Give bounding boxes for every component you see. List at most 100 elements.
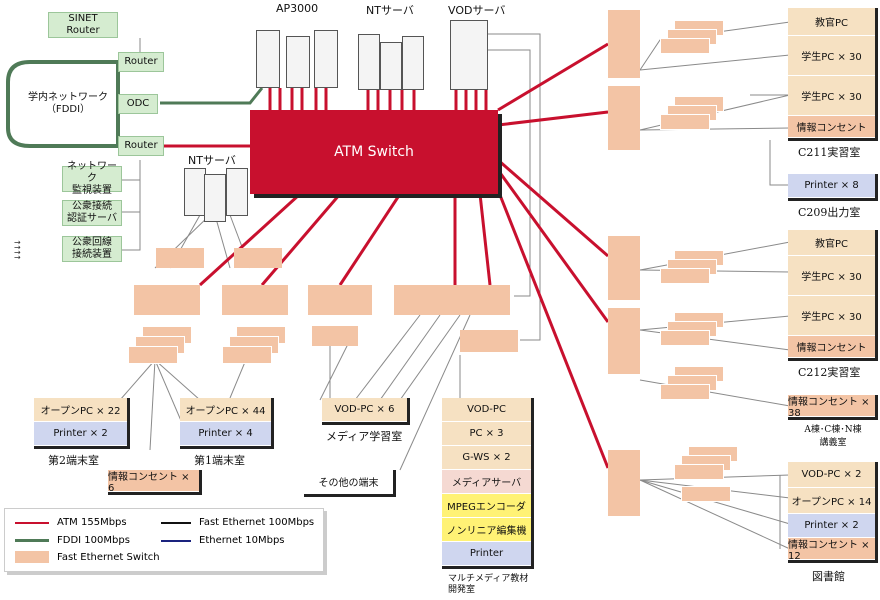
terminal1-row: オープンPC × 44 xyxy=(180,398,271,422)
campus-network: 学内ネットワーク （FDDI） xyxy=(18,90,118,118)
legend-fast-switch-label: Fast Ethernet Switch xyxy=(57,551,160,563)
sinet-router-line2: Router xyxy=(66,25,100,36)
terminal2-equipment: オープンPC × 22 Printer × 2 xyxy=(34,398,130,449)
lecture-equipment: 情報コンセント × 38 xyxy=(788,395,878,420)
legend-fast-switch: Fast Ethernet Switch xyxy=(15,551,160,563)
library-row: 情報コンセント × 12 xyxy=(788,538,875,562)
c209-title: C209出力室 xyxy=(798,206,861,219)
c211-title: C211実習室 xyxy=(798,146,861,159)
odc: ODC xyxy=(118,94,158,114)
switch-media-main xyxy=(308,285,372,315)
c212-row: 学生PC × 30 xyxy=(788,256,875,296)
multimedia-equipment: VOD-PC PC × 3 G-WS × 2 メディアサーバ MPEGエンコーダ… xyxy=(442,398,534,569)
multimedia-row: VOD-PC xyxy=(442,398,531,422)
library-title: 図書館 xyxy=(812,570,845,583)
library-row: Printer × 2 xyxy=(788,514,875,538)
multimedia-row: PC × 3 xyxy=(442,422,531,446)
c212-row: 学生PC × 30 xyxy=(788,296,875,336)
lecture-title-line1: A棟･C棟･N棟 xyxy=(804,425,862,435)
sinet-router-line1: SINET xyxy=(68,13,98,24)
switch-c212-b xyxy=(608,308,640,374)
public-line-device: 公衆回線 接続装置 xyxy=(62,236,122,262)
terminal2-row: Printer × 2 xyxy=(34,422,127,446)
c212-title: C212実習室 xyxy=(798,366,861,379)
legend-fast-switch-swatch xyxy=(15,551,49,563)
nt-server-left-label: NTサーバ xyxy=(188,154,236,167)
vod-server-icon xyxy=(450,20,488,90)
info-outlet-6: 情報コンセント × 6 xyxy=(108,470,202,495)
sinet-router: SINET Router xyxy=(48,12,118,38)
multimedia-row: Printer xyxy=(442,542,531,566)
legend: ATM 155Mbps FDDI 100Mbps Fast Ethernet S… xyxy=(4,508,324,572)
router-bottom: Router xyxy=(118,136,164,156)
lecture-title: A棟･C棟･N棟 講義室 xyxy=(798,422,868,448)
library-row: VOD-PC × 2 xyxy=(788,462,875,488)
legend-atm-swatch xyxy=(15,521,49,524)
c211-row: 学生PC × 30 xyxy=(788,36,875,76)
switch-b xyxy=(234,248,282,268)
terminal2-title: 第2端末室 xyxy=(48,454,99,467)
public-line-line1: 公衆回線 xyxy=(72,237,112,248)
legend-atm-label: ATM 155Mbps xyxy=(57,517,127,528)
media-room-title: メディア学習室 xyxy=(326,430,403,443)
lecture-row: 情報コンセント × 38 xyxy=(788,395,875,419)
switch-multimedia xyxy=(460,330,518,352)
fddi-line-ap3000 xyxy=(160,87,264,105)
other-terminals: その他の端末 xyxy=(304,470,396,497)
multimedia-row: MPEGエンコーダ xyxy=(442,494,531,518)
terminal1-title: 第1端末室 xyxy=(194,454,245,467)
library-equipment: VOD-PC × 2 オープンPC × 14 Printer × 2 情報コンセ… xyxy=(788,462,878,563)
multimedia-row: ノンリニア編集機 xyxy=(442,518,531,542)
lecture-title-line2: 講義室 xyxy=(819,438,847,448)
c209-row: Printer × 8 xyxy=(788,174,875,198)
switch-c211-b xyxy=(608,86,640,150)
info-outlet-6-row: 情報コンセント × 6 xyxy=(108,470,199,494)
c211-row: 学生PC × 30 xyxy=(788,76,875,116)
multimedia-title-line2: 開発室 xyxy=(448,585,476,595)
public-auth-server: 公衆接続 認証サーバ xyxy=(62,200,122,226)
network-monitor-line2: 監視装置 xyxy=(72,185,112,196)
switch-c211-a xyxy=(608,10,640,78)
legend-fddi: FDDI 100Mbps xyxy=(15,535,130,546)
switch-c212-a xyxy=(608,236,640,300)
c211-row: 教官PC xyxy=(788,8,875,36)
switch-center-main xyxy=(394,285,510,315)
media-room-row: VOD-PC × 6 xyxy=(322,398,407,422)
atm-switch: ATM Switch xyxy=(250,110,498,194)
multimedia-title-line1: マルチメディア教材 xyxy=(448,574,529,584)
public-line-arrows: →→→→ xyxy=(14,238,21,262)
c211-equipment: 教官PC 学生PC × 30 学生PC × 30 情報コンセント xyxy=(788,8,878,141)
legend-ethernet-swatch xyxy=(161,539,191,542)
atm-lines xyxy=(160,42,610,469)
multimedia-title: マルチメディア教材 開発室 xyxy=(448,574,528,596)
legend-fddi-swatch xyxy=(15,539,49,542)
public-line-line2: 接続装置 xyxy=(72,249,112,260)
c212-equipment: 教官PC 学生PC × 30 学生PC × 30 情報コンセント xyxy=(788,230,878,361)
ap3000-label: AP3000 xyxy=(276,2,319,15)
other-terminals-row: その他の端末 xyxy=(304,470,393,494)
router-top: Router xyxy=(118,52,164,72)
network-monitor: ネットワーク 監視装置 xyxy=(62,161,122,196)
legend-fast-ethernet-swatch xyxy=(161,521,191,524)
switch-terminal1-main xyxy=(222,285,288,315)
c211-row: 情報コンセント xyxy=(788,116,875,138)
vod-server-label: VODサーバ xyxy=(448,4,506,17)
switch-library xyxy=(608,450,640,516)
switch-media-sub xyxy=(312,326,358,346)
public-auth-line2: 認証サーバ xyxy=(67,213,117,224)
legend-fast-ethernet: Fast Ethernet 100Mbps xyxy=(161,517,314,528)
legend-fddi-label: FDDI 100Mbps xyxy=(57,535,130,546)
public-auth-line1: 公衆接続 xyxy=(72,201,112,212)
legend-atm: ATM 155Mbps xyxy=(15,517,127,528)
multimedia-row: G-WS × 2 xyxy=(442,446,531,470)
terminal2-row: オープンPC × 22 xyxy=(34,398,127,422)
campus-network-line1: 学内ネットワーク xyxy=(28,92,108,103)
switch-terminal2-main xyxy=(134,285,200,315)
multimedia-row: メディアサーバ xyxy=(442,470,531,494)
c209-equipment: Printer × 8 xyxy=(788,174,878,201)
c212-row: 教官PC xyxy=(788,230,875,256)
nt-server-top-label: NTサーバ xyxy=(366,4,414,17)
media-room-equipment: VOD-PC × 6 xyxy=(322,398,410,425)
legend-ethernet: Ethernet 10Mbps xyxy=(161,535,285,546)
